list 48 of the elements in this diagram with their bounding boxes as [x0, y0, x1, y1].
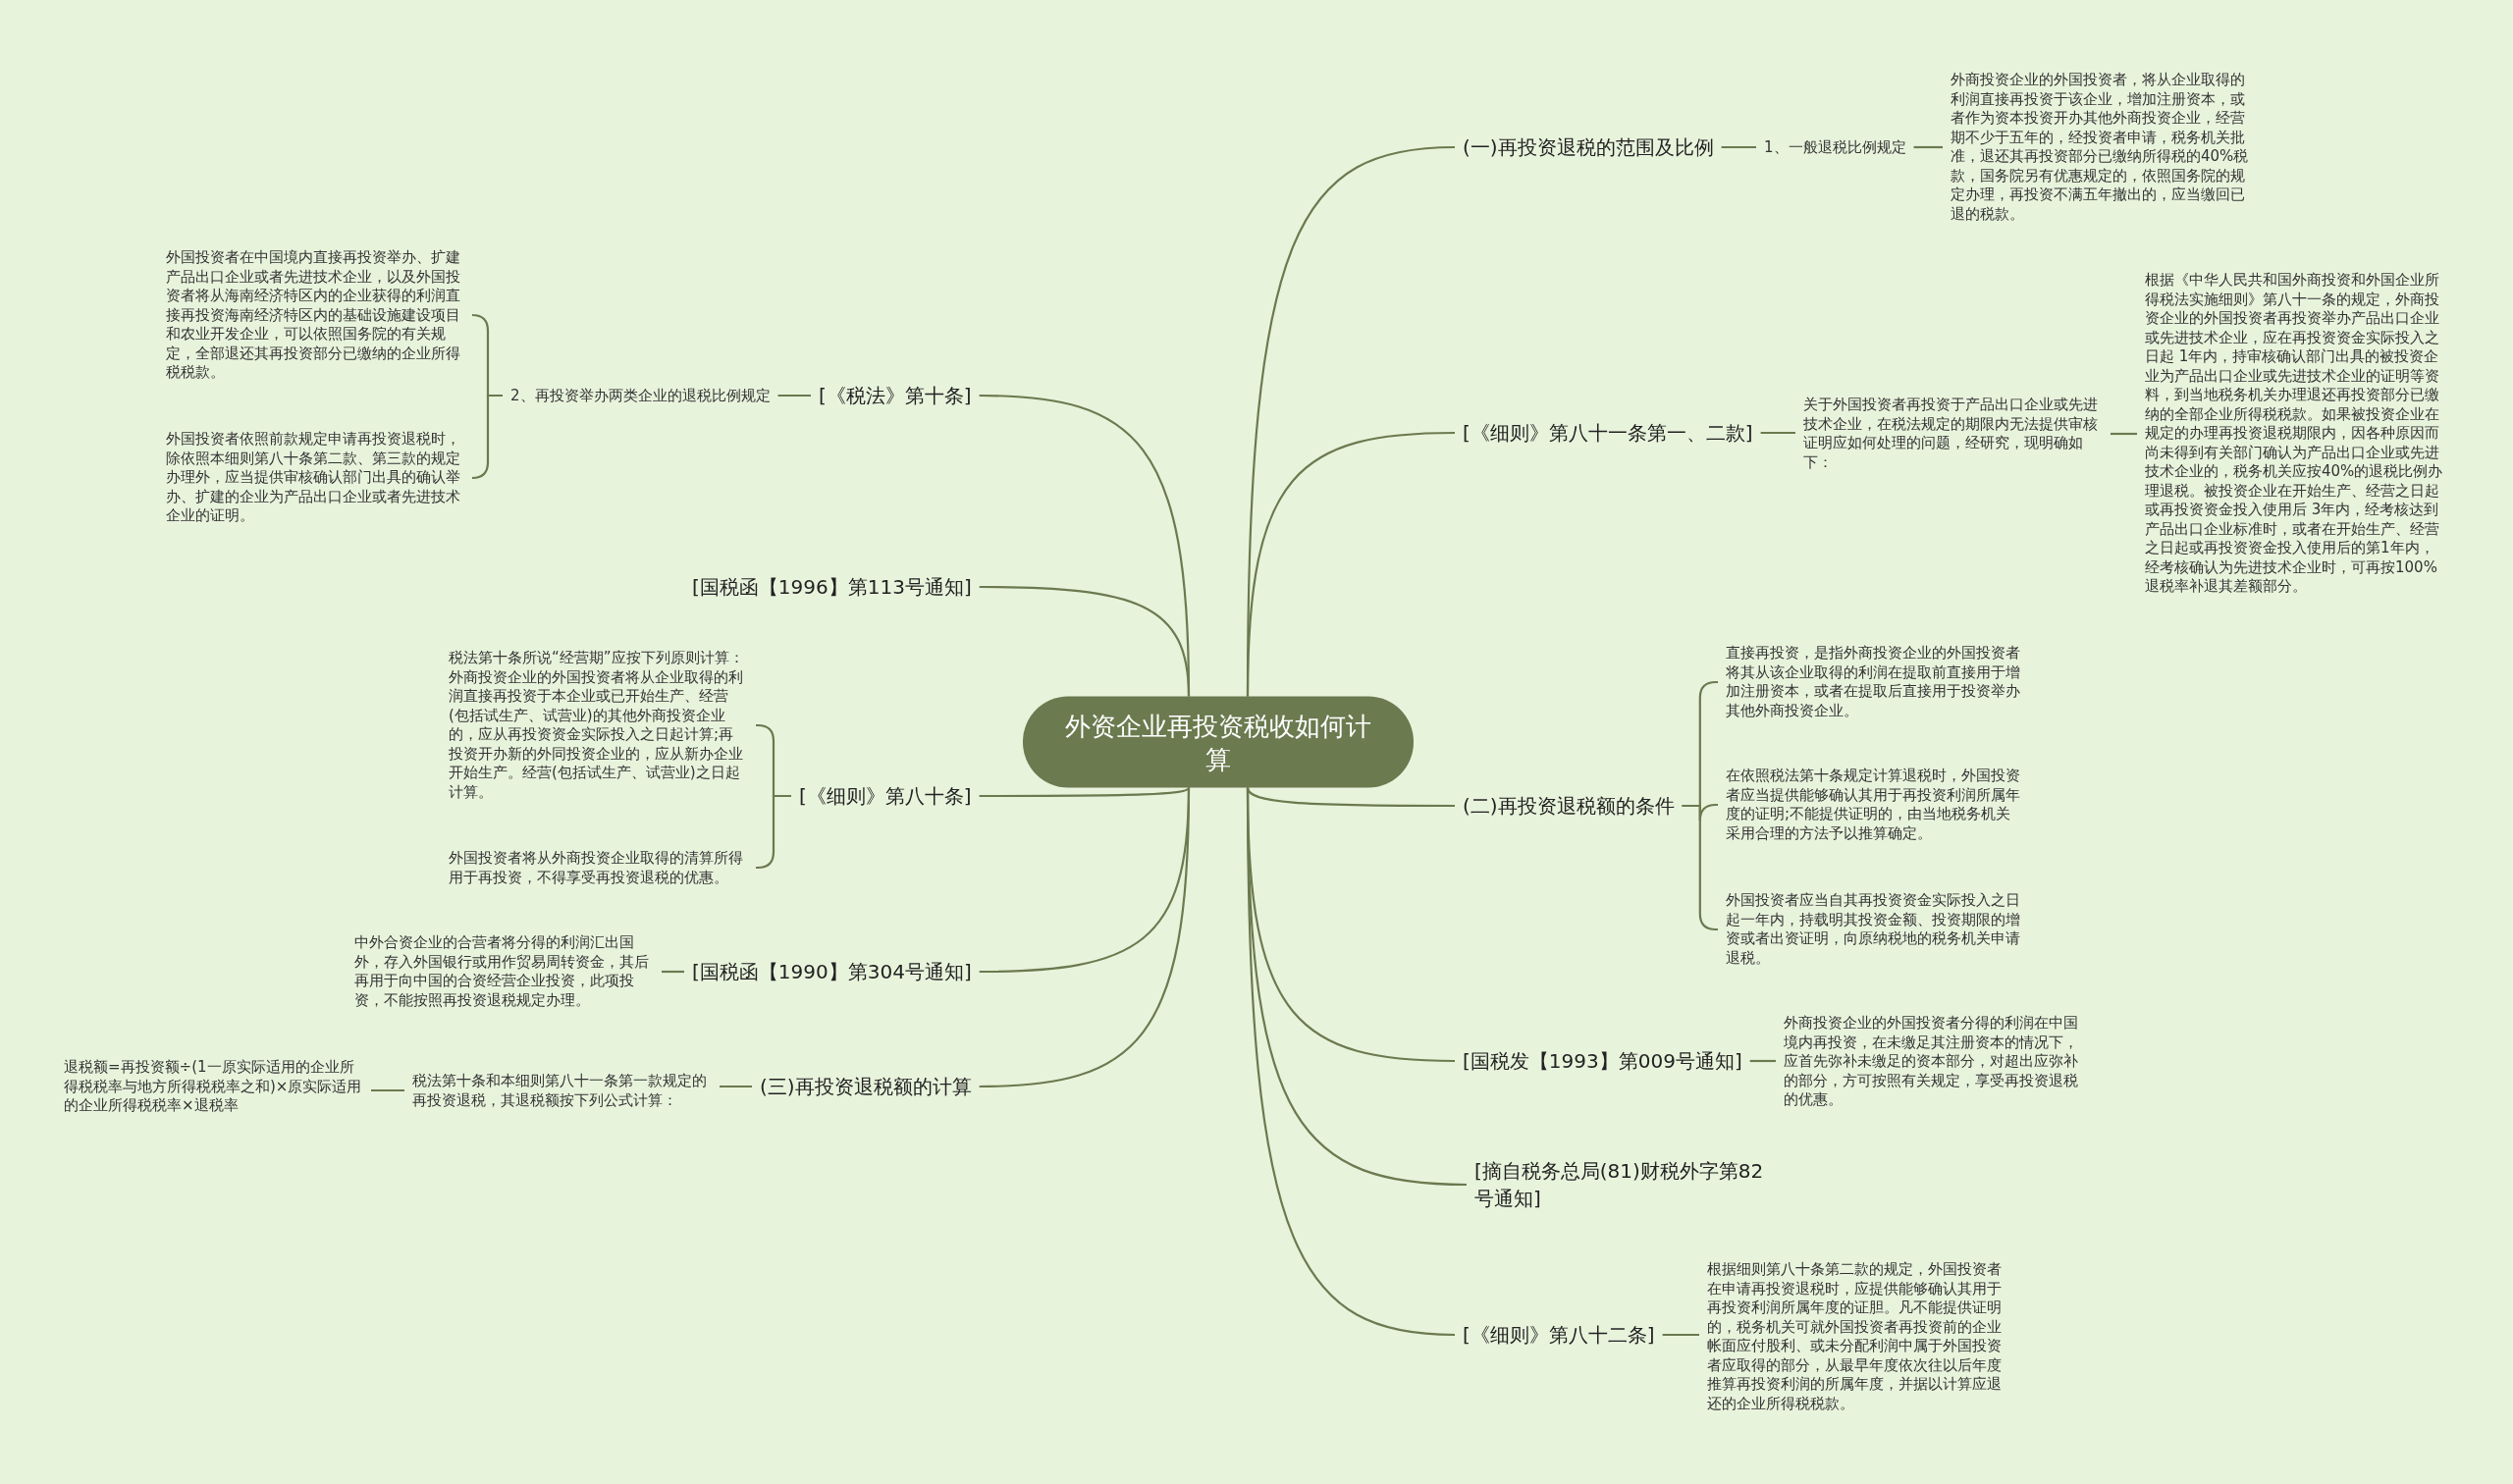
connector-line — [2111, 432, 2137, 436]
branch-label: [《细则》第八十条] — [799, 782, 972, 810]
branch-label: (二)再投资退税额的条件 — [1463, 792, 1675, 820]
note-text: 直接再投资，是指外商投资企业的外国投资者将其从该企业取得的利润在提取前直接用于增加注册资本，或者在提取后直接用于投资举办其他外商投资企业。 — [1726, 644, 2025, 720]
note-text: 外商投资企业的外国投资者分得的利润在中国境内再投资，在未缴足其注册资本的情况下，应首先弥补未缴足的资本部分，对超出应弥补的部分，方可按照有关规定，享受再投资退税的优惠。 — [1784, 1014, 2083, 1110]
connector-line — [979, 787, 1191, 1088]
subtopic-label: 2、再投资举办两类企业的退税比例规定 — [510, 386, 771, 405]
connector-line — [720, 1085, 752, 1088]
connector-line — [371, 1088, 404, 1092]
connector-line — [1721, 145, 1756, 149]
connector-line — [1760, 431, 1795, 435]
connector-line — [662, 970, 684, 974]
note-text: 关于外国投资者再投资于产品出口企业或先进技术企业，在税法规定的期限内无法提供审核证明应如何处理的问题，经研究，现明确如下： — [1803, 396, 2103, 472]
branch-label: (三)再投资退税额的计算 — [760, 1073, 972, 1100]
connector-line — [1913, 145, 1943, 149]
subtopic-label: 1、一般退税比例规定 — [1764, 137, 1906, 157]
note-text: 根据《中华人民共和国外商投资和外国企业所得税法实施细则》第八十一条的规定，外商投资企业的外国投资者再投资举办产品出口企业或先进技术企业，应在再投资资金实际投入之日起 1年内，持审核确认部门出具的被投资企业为产品出口企业或先进技术企业的证明等资料，到当地税务机关办理退还再投资部分已缴纳的全部企业所得税税款。如果被投资企业在规定的办理再投资退税期限内，因各种原因而尚未得到有关部门确认为产品出口企业或先进技术企业的，税务机关应按40%的退税比例办理退税。被投资企业在开始生产、经营之日起或再投资资金投入使用后 3年内，经考核达到产品出口企业标准时，或者在开始生产、经营之日起或再投资资金投入使用后的第1年内，经考核确认为先进技术企业时，可再按100%退税率补退其差额部分。 — [2145, 271, 2444, 597]
branch-label: [《税法》第十条] — [819, 382, 972, 409]
note-text: 税法第十条和本细则第八十一条第一款规定的再投资退税，其退税额按下列公式计算： — [412, 1071, 712, 1110]
note-text: 外国投资者应当自其再投资资金实际投入之日起一年内，持载明其投资金额、投资期限的增资或者出资证明，向原纳税地的税务机关申请退税。 — [1726, 891, 2025, 968]
branch-label: [国税函【1996】第113号通知] — [692, 573, 972, 601]
connector-line — [1749, 1059, 1776, 1063]
branch-label: (一)再投资退税的范围及比例 — [1463, 133, 1714, 161]
connector-line — [1682, 804, 1718, 931]
connector-line — [1246, 787, 1456, 1337]
note-text: 外国投资者将从外商投资企业取得的清算所得用于再投资，不得享受再投资退税的优惠。 — [449, 848, 748, 887]
branch-label: [国税发【1993】第009号通知] — [1463, 1047, 1742, 1075]
branch-label: [国税函【1990】第304号通知] — [692, 958, 972, 985]
note-text: 根据细则第八十条第二款的规定，外国投资者在申请再投资退税时，应提供能够确认其用于再投资利润所属年度的证胆。凡不能提供证明的，税务机关可就外国投资者再投资前的企业帐面应付股利、或未分配利润中属于外国投资者应取得的部分，从最早年度依次往以后年度推算再投资利润的所属年度，并据以计算应退还的企业所得税税款。 — [1707, 1260, 2006, 1413]
connector-line — [1246, 787, 1455, 808]
note-text: 税法第十条所说“经营期”应按下列原则计算：外商投资企业的外国投资者将从企业取得的利润直接再投资于本企业或已开始生产、经营(包括试生产、试营业)的其他外商投资企业的，应从再投资资金实际投入之日起计算;再投资开办新的外同投资企业的，应从新办企业开始生产。经营(包括试生产、试营业)之日起计算。 — [449, 649, 748, 802]
connector-line — [979, 585, 1191, 697]
note-text: 在依照税法第十条规定计算退税时，外国投资者应当提供能够确认其用于再投资利润所属年度的证明;不能提供证明的，由当地税务机关采用合理的方法予以推算确定。 — [1726, 767, 2025, 843]
connector-line — [1662, 1333, 1699, 1337]
central-topic: 外资企业再投资税收如何计算 — [1023, 696, 1414, 788]
note-text: 外国投资者在中国境内直接再投资举办、扩建产品出口企业或者先进技术企业，以及外国投资者将从海南经济特区内的企业获得的利润直接再投资海南经济特区内的基础设施建设项目和农业开发企业，可以依照国务院的有关规定，全部退还其再投资部分已缴纳的企业所得税税款。 — [166, 247, 465, 383]
branch-label: [摘自税务总局(81)财税外字第82号通知] — [1474, 1157, 1779, 1212]
note-text: 外商投资企业的外国投资者，将从企业取得的利润直接再投资于该企业，增加注册资本，或者作为资本投资开办其他外商投资企业，经营期不少于五年的，经投资者申请，税务机关批准，退还其再投资部分已缴纳所得税的40%税款，国务院另有优惠规定的，依照国务院的规定办理，再投资不满五年撤出的，应当缴回已退的税款。 — [1951, 71, 2250, 224]
note-text: 外国投资者依照前款规定申请再投资退税时，除依照本细则第八十条第二款、第三款的规定办理外，应当提供审核确认部门出具的确认举办、扩建的企业为产品出口企业或者先进技术企业的证明。 — [166, 430, 465, 526]
connector-line — [1246, 431, 1456, 697]
branch-label: [《细则》第八十一条第一、二款] — [1463, 419, 1753, 447]
connector-line — [777, 394, 811, 398]
connector-line — [470, 394, 503, 480]
note-text: 退税额=再投资额÷(1一原实际适用的企业所得税税率与地方所得税税率之和)×原实际适用的企业所得税税率×退税率 — [64, 1057, 363, 1116]
branch-label: [《细则》第八十二条] — [1463, 1321, 1655, 1349]
connector-line — [979, 786, 1190, 798]
note-text: 中外合资企业的合营者将分得的利润汇出国外，存入外国银行或用作贸易周转资金，其后再用于向中国的合资经营企业投资，此项投资，不能按照再投资退税规定办理。 — [354, 933, 654, 1010]
connector-line — [756, 794, 791, 870]
